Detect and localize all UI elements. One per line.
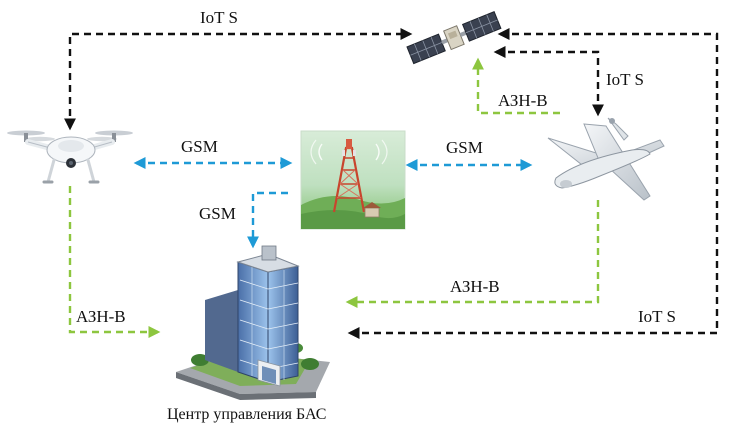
control-center-building-icon [176, 245, 330, 400]
quadcopter-drone-icon [7, 130, 133, 184]
iot-link-satellite-fixed-wing [493, 46, 604, 117]
gsm-link-tower-control-center [247, 191, 288, 249]
adsb-link-fixed-wing-control-center [345, 200, 600, 308]
satellite-icon [406, 11, 502, 65]
iot-label-top: IoT S [200, 8, 238, 27]
gsm-label-down: GSM [199, 204, 236, 223]
iot-label-bottom: IoT S [638, 307, 676, 326]
adsb-label-middle: АЗН-В [450, 277, 500, 296]
gsm-label-right: GSM [446, 138, 483, 157]
adsb-link-fixed-wing-satellite [472, 57, 560, 115]
iot-link-quadcopter-satellite [64, 28, 413, 131]
iot-link-satellite-control-center [347, 28, 719, 339]
adsb-link-quadcopter-control-center [68, 186, 161, 338]
fixed-wing-drone-icon [547, 117, 665, 201]
iot-label-right: IoT S [606, 70, 644, 89]
cell-tower-icon [300, 130, 406, 230]
control-center-caption: Центр управления БАС [167, 406, 326, 423]
iot-links [64, 28, 719, 339]
adsb-links [68, 57, 600, 338]
gsm-links [133, 157, 533, 249]
adsb-label-left: АЗН-В [76, 307, 126, 326]
gsm-label-left: GSM [181, 137, 218, 156]
adsb-label-top: АЗН-В [498, 91, 548, 110]
